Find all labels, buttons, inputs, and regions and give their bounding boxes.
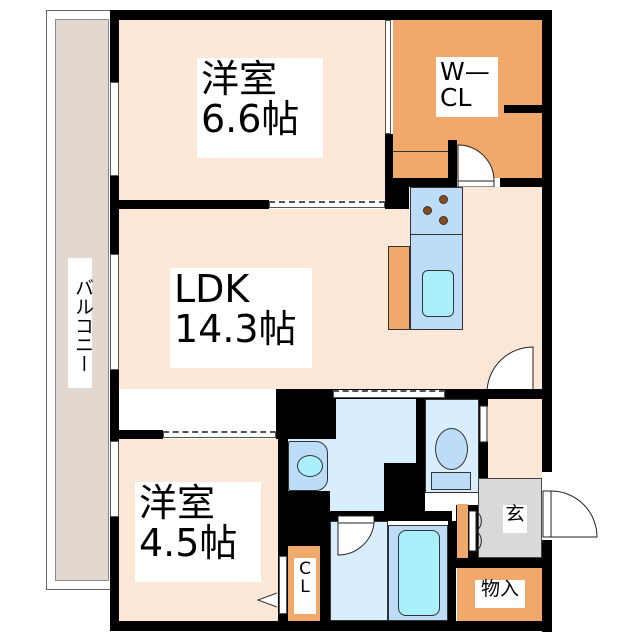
shoe-cabinet-door-icon[interactable] bbox=[468, 510, 492, 554]
front-door-swing-icon[interactable] bbox=[542, 490, 598, 544]
outer-wall-bottom bbox=[110, 621, 552, 631]
wall-ldk-bedroom2 bbox=[119, 430, 163, 439]
shoe-cabinet bbox=[457, 504, 468, 559]
closet-door-arrow-icon bbox=[256, 592, 278, 608]
outer-wall-top bbox=[110, 10, 552, 20]
wcl-shelf-wall bbox=[504, 105, 542, 113]
outer-wall-right-low bbox=[542, 540, 552, 632]
wall-wcl-bottom-right bbox=[500, 178, 552, 187]
wall-wcl-bottom bbox=[385, 178, 457, 187]
wall-toilet-left bbox=[416, 399, 425, 521]
closet-label-line1: C bbox=[299, 559, 311, 579]
wcl-label-line1: W— bbox=[440, 57, 490, 86]
bedroom-2-label: 洋室 4.5帖 bbox=[135, 482, 261, 582]
window-bedroom-2 bbox=[110, 441, 119, 517]
bedroom-2-name: 洋室 bbox=[139, 481, 216, 525]
stove-divider bbox=[410, 234, 463, 235]
wall-toilet-right bbox=[479, 399, 488, 525]
toilet-tank-icon bbox=[431, 472, 471, 490]
bedroom-1-name: 洋室 bbox=[201, 57, 278, 101]
closet-label-line2: L bbox=[300, 576, 310, 597]
wall-bedroom1-ldk bbox=[119, 200, 269, 209]
outer-wall-right bbox=[542, 10, 552, 172]
bedroom-1-size: 6.6帖 bbox=[201, 96, 300, 141]
bedroom-2-size: 4.5帖 bbox=[139, 520, 238, 565]
stove-burner-icon bbox=[423, 206, 432, 215]
wcl-label-line2: CL bbox=[440, 83, 472, 113]
wall-washbasin-below bbox=[288, 491, 330, 531]
wcl-sliding-door bbox=[385, 20, 391, 134]
entrance-label: 玄 bbox=[503, 504, 527, 533]
hallway bbox=[488, 399, 542, 479]
wall-bath-right bbox=[448, 521, 456, 621]
bath-door-swing-icon[interactable] bbox=[337, 515, 377, 557]
ldk-name: LDK bbox=[174, 267, 250, 311]
ldk-size: 14.3帖 bbox=[174, 306, 297, 351]
bathtub-icon bbox=[398, 530, 440, 616]
wall-wcl-left bbox=[385, 134, 393, 180]
washroom-sliding-door bbox=[333, 390, 445, 398]
closet-door bbox=[279, 556, 287, 614]
wcl-label: W— CL bbox=[436, 57, 498, 117]
balcony-label: バルコニー bbox=[68, 258, 94, 388]
outer-wall-right-mid bbox=[542, 172, 552, 472]
toilet-bowl-icon bbox=[435, 428, 468, 470]
wall-entrance-bottom bbox=[456, 558, 552, 568]
window-ldk bbox=[110, 254, 119, 370]
ldk-label: LDK 14.3帖 bbox=[170, 268, 312, 368]
bedroom-2-sliding-door bbox=[163, 431, 276, 438]
kitchen-sink-icon bbox=[422, 270, 454, 317]
closet-label: C L bbox=[294, 558, 316, 614]
wcl-door-jamb bbox=[448, 140, 457, 180]
bedroom-1-label: 洋室 6.6帖 bbox=[197, 58, 323, 158]
window-bedroom-1 bbox=[110, 82, 119, 176]
stove-burner-icon bbox=[439, 216, 448, 225]
wall-below-washroom bbox=[330, 511, 452, 521]
wall-bedroom2-right bbox=[278, 439, 288, 631]
kitchen-counter-side bbox=[388, 246, 410, 330]
stove-burner-icon bbox=[439, 195, 448, 204]
wcl-door-swing-icon[interactable] bbox=[457, 144, 497, 188]
bedroom-1-sliding-door bbox=[269, 201, 385, 208]
storage-label: 物入 bbox=[475, 579, 525, 608]
wcl-shelf-line bbox=[393, 151, 457, 152]
washbasin-bowl-icon bbox=[297, 455, 323, 477]
